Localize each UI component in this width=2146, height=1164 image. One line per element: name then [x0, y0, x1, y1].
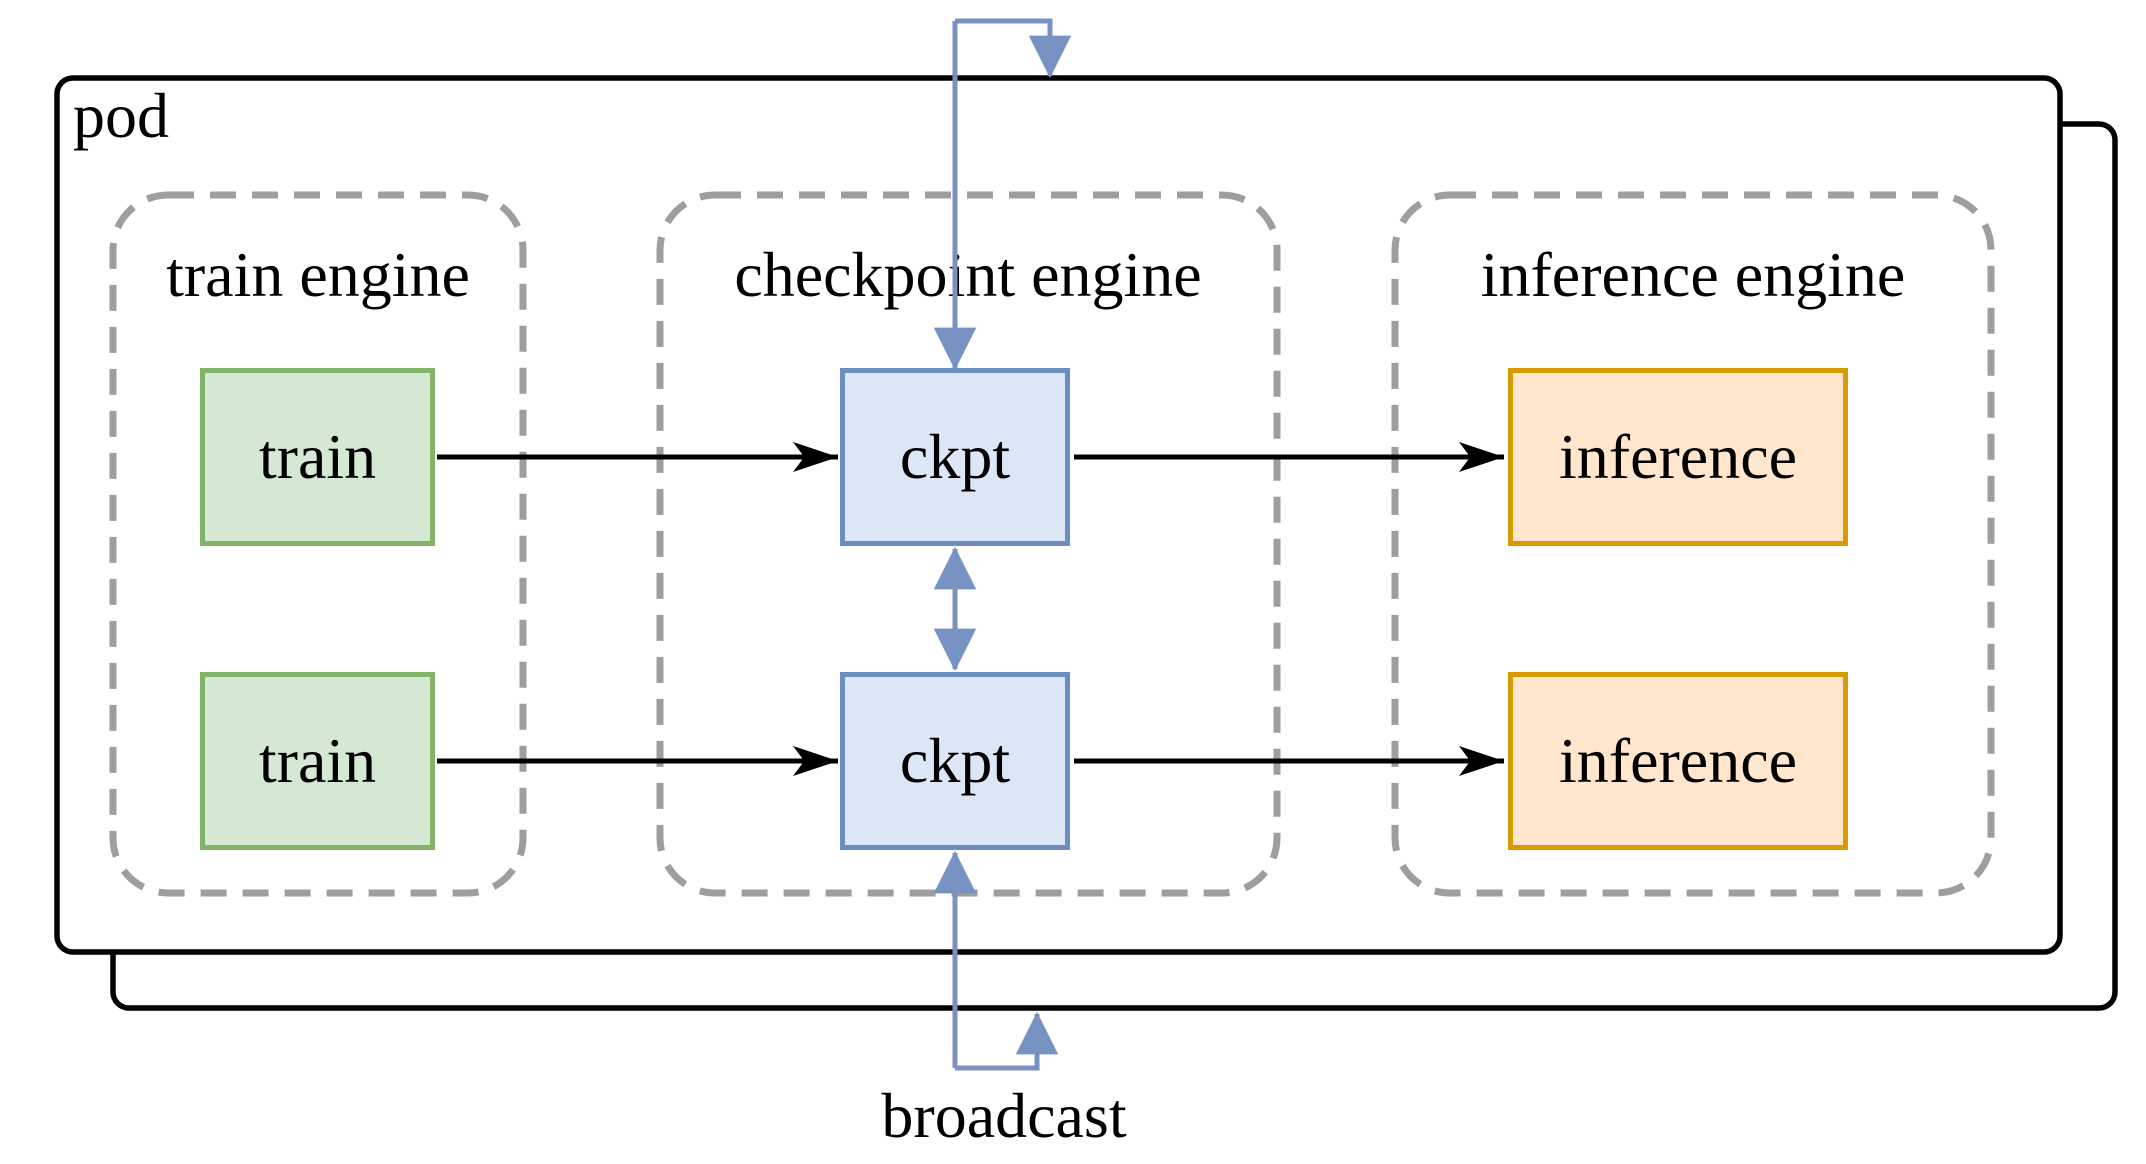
broadcast-label: broadcast	[881, 1080, 1127, 1151]
inference-box-row1: inference	[1508, 368, 1848, 546]
train-box-row2: train	[200, 672, 435, 850]
train-box-row1-label: train	[258, 421, 377, 492]
ckpt-box-row1: ckpt	[840, 368, 1070, 546]
inference-box-row2-label: inference	[1558, 725, 1798, 796]
train-box-row2-label: train	[258, 725, 377, 796]
ckpt-box-row2-label: ckpt	[899, 725, 1011, 796]
train-box-row1: train	[200, 368, 435, 546]
inference-box-row1-label: inference	[1558, 421, 1798, 492]
inference-box-row2: inference	[1508, 672, 1848, 850]
train-engine-label: train engine	[166, 239, 470, 310]
checkpoint-engine-label: checkpoint engine	[734, 239, 1202, 310]
inference-engine-label: inference engine	[1480, 239, 1906, 310]
arrow-top-loop-into-pod	[955, 18, 1072, 79]
arrow-bottom-loop-into-pod	[955, 1011, 1059, 1071]
pod-label: pod	[73, 80, 169, 151]
ckpt-box-row2: ckpt	[840, 672, 1070, 850]
ckpt-box-row1-label: ckpt	[899, 421, 1011, 492]
